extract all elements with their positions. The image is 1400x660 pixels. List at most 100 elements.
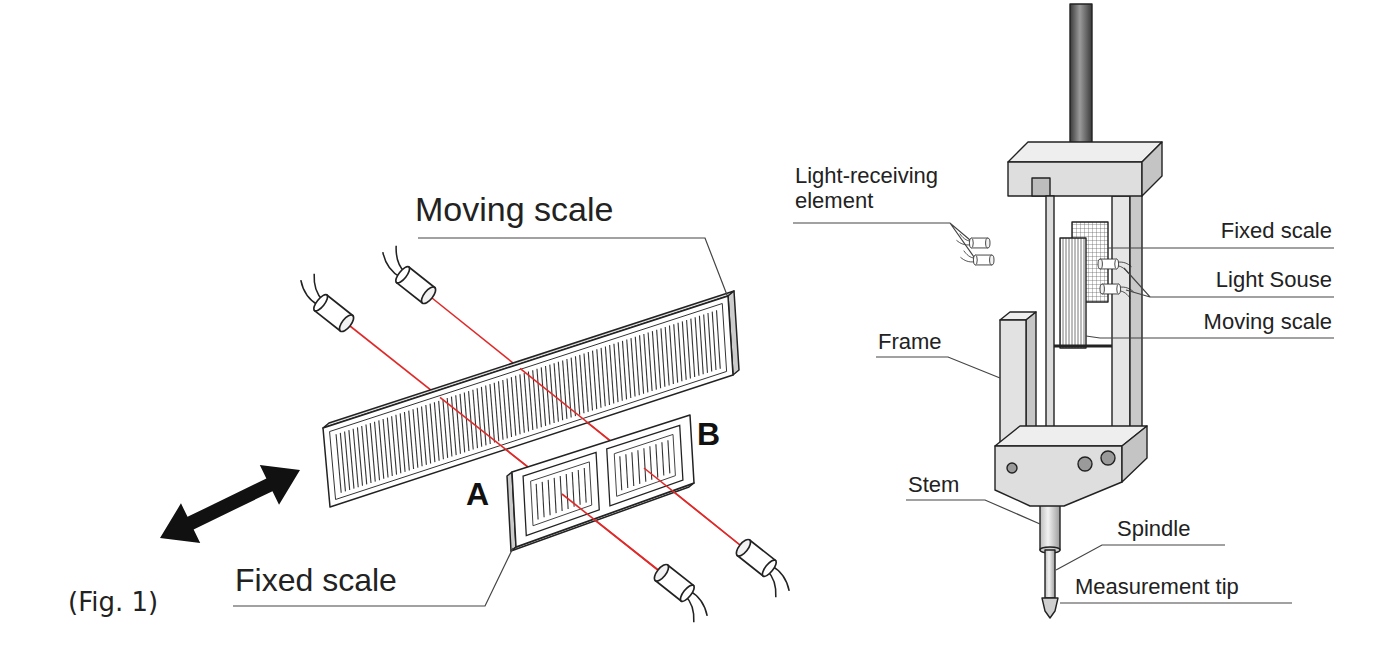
scale-line bbox=[638, 450, 640, 484]
leader-line bbox=[906, 500, 1040, 524]
scale-line bbox=[662, 442, 664, 475]
scale-line bbox=[396, 415, 401, 473]
scale-line bbox=[627, 340, 631, 398]
light-receiver bbox=[646, 537, 798, 626]
scale-line bbox=[542, 482, 544, 517]
scale-line bbox=[674, 324, 678, 382]
cylinder-end bbox=[678, 583, 696, 603]
scale-line bbox=[704, 314, 708, 372]
cylinder-lens bbox=[337, 313, 356, 334]
scale-line bbox=[439, 401, 444, 459]
bottom-block bbox=[1007, 463, 1017, 473]
scale-line bbox=[682, 321, 686, 379]
leader-line bbox=[233, 548, 513, 606]
scale-line bbox=[426, 405, 431, 463]
scale-line bbox=[404, 412, 409, 470]
scale-line bbox=[717, 310, 721, 368]
scale-line bbox=[554, 478, 556, 513]
cylinder-lens bbox=[734, 537, 753, 558]
scale-line bbox=[563, 360, 567, 418]
cylinder-lens bbox=[1098, 259, 1102, 269]
scale-line bbox=[451, 397, 456, 455]
cylinder-end bbox=[1115, 259, 1119, 269]
scale-line bbox=[601, 348, 605, 406]
optical-element bbox=[646, 562, 716, 626]
scale-line bbox=[554, 363, 558, 421]
figure-caption: (Fig. 1) bbox=[68, 588, 158, 618]
scale-line bbox=[669, 326, 673, 384]
scale-line bbox=[490, 384, 495, 442]
scale-line bbox=[516, 376, 520, 434]
scale-line bbox=[661, 328, 665, 386]
scale-line bbox=[494, 383, 499, 441]
scale-line bbox=[546, 366, 550, 424]
leader-line bbox=[418, 238, 727, 295]
part-label: Spindle bbox=[1117, 516, 1190, 541]
light-beam bbox=[440, 397, 530, 468]
scale-line bbox=[345, 432, 350, 490]
scale-line bbox=[541, 367, 545, 425]
optical-element bbox=[956, 234, 990, 248]
scale-line bbox=[511, 377, 515, 435]
scale-line bbox=[481, 387, 486, 445]
light-beam bbox=[562, 468, 740, 570]
scale-line bbox=[387, 418, 392, 476]
scale-arm bbox=[1054, 345, 1112, 348]
scale-line bbox=[558, 362, 562, 420]
scale-line bbox=[678, 323, 682, 381]
top-block bbox=[1008, 142, 1162, 162]
scale-line bbox=[460, 394, 465, 452]
spindle bbox=[1045, 550, 1055, 598]
scale-line bbox=[362, 426, 367, 484]
scale-line bbox=[417, 408, 422, 466]
leader-line bbox=[1124, 268, 1334, 297]
scale-line bbox=[548, 480, 550, 515]
leader-line bbox=[1056, 545, 1225, 570]
scale-line bbox=[708, 313, 712, 371]
scale-line bbox=[712, 312, 716, 370]
double-arrow bbox=[160, 465, 300, 543]
top-block bbox=[1008, 142, 1162, 196]
scale-line bbox=[464, 392, 469, 450]
bottom-block bbox=[1101, 451, 1115, 465]
scale-line bbox=[409, 411, 414, 469]
optical-element bbox=[956, 234, 1133, 299]
leader-line bbox=[233, 223, 1334, 606]
optical-element bbox=[373, 242, 443, 306]
part-label: Moving scale bbox=[1204, 309, 1332, 334]
scale-line bbox=[687, 320, 691, 378]
scale-line bbox=[392, 416, 397, 474]
bottom-block bbox=[995, 446, 1122, 506]
optical-element bbox=[728, 537, 798, 601]
scale-line bbox=[434, 402, 439, 460]
light-beam bbox=[520, 368, 612, 442]
scale-line bbox=[366, 425, 371, 483]
part-label: Measurement tip bbox=[1075, 574, 1239, 599]
scale-line bbox=[584, 468, 586, 503]
part-label: Frame bbox=[878, 329, 942, 354]
scale-line bbox=[413, 409, 418, 467]
scale-line bbox=[528, 372, 532, 430]
scale-line bbox=[640, 335, 644, 393]
scale-line bbox=[560, 476, 562, 511]
part-label: Moving scale bbox=[415, 190, 613, 229]
light-beam bbox=[562, 494, 658, 570]
scale-line bbox=[657, 330, 661, 388]
scale-line bbox=[498, 381, 503, 439]
window-frame bbox=[614, 434, 675, 496]
scale-line bbox=[614, 344, 618, 402]
scale-line bbox=[357, 427, 362, 485]
moving-scale bbox=[1060, 238, 1086, 348]
window-frame bbox=[531, 462, 592, 526]
scale-line bbox=[635, 337, 639, 395]
light-source bbox=[291, 242, 443, 334]
scale-line bbox=[584, 353, 588, 411]
leader-line bbox=[793, 223, 974, 257]
scale-line bbox=[652, 331, 656, 389]
scale-line bbox=[443, 399, 448, 457]
scale-line bbox=[370, 423, 375, 481]
optical-element bbox=[960, 251, 994, 265]
